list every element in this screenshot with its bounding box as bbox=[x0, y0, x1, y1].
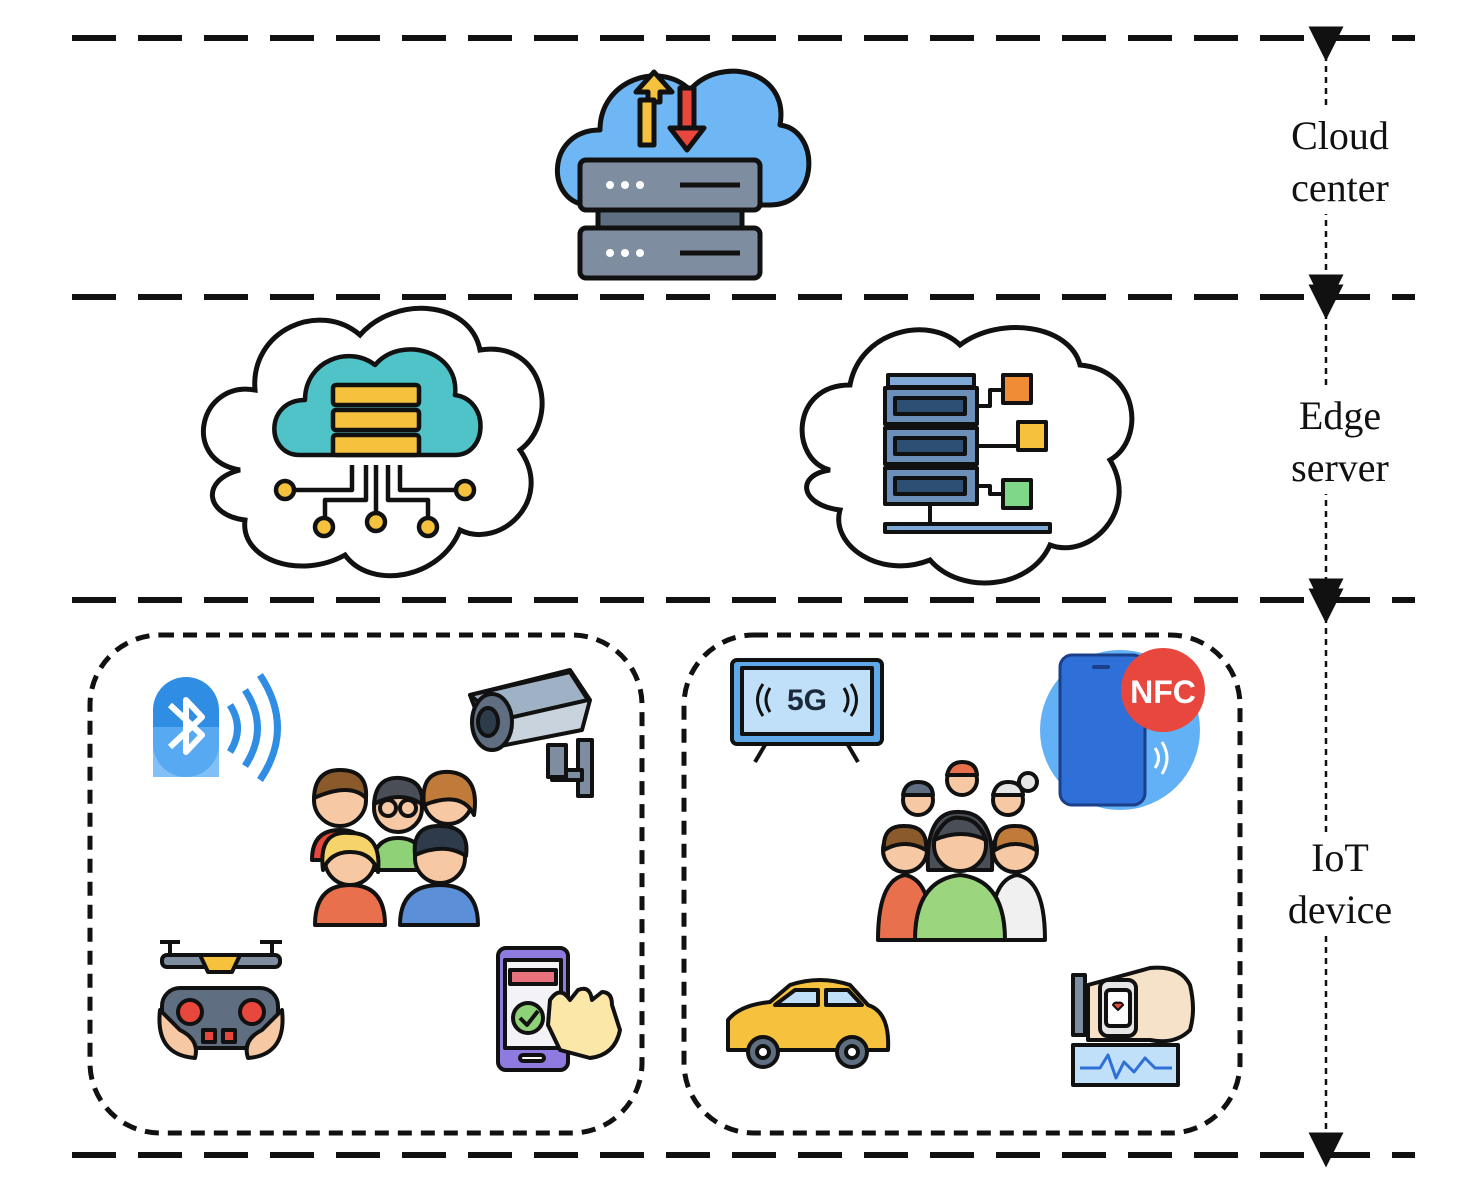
taxi-car-icon bbox=[726, 978, 891, 1069]
smartwatch-icon bbox=[1071, 965, 1195, 1087]
cloud-label-line2: center bbox=[1291, 165, 1389, 210]
iot-label-line1: IoT bbox=[1311, 835, 1369, 880]
cloud-label-line1: Cloud bbox=[1291, 113, 1389, 158]
nfc-label: NFC bbox=[1130, 674, 1196, 710]
server-rack-icon bbox=[883, 373, 1052, 534]
people-group-icon bbox=[310, 768, 480, 927]
edge-label-line1: Edge bbox=[1298, 393, 1382, 438]
layer-label-edge-server: Edge server bbox=[1260, 390, 1420, 494]
nfc-phone-icon: NFC bbox=[1040, 648, 1205, 810]
touch-phone-icon bbox=[496, 946, 622, 1072]
iot-label-line2: device bbox=[1287, 887, 1393, 932]
security-camera-icon bbox=[468, 668, 594, 798]
tv-5g-icon: 5G bbox=[730, 658, 884, 764]
cloud-network-icon bbox=[272, 347, 483, 539]
iot-group-right bbox=[681, 632, 1243, 1136]
tv-5g-label: 5G bbox=[787, 684, 827, 717]
layer-label-iot-device: IoT device bbox=[1260, 832, 1420, 936]
layer-dividers bbox=[72, 35, 1415, 1158]
iot-group-left bbox=[87, 632, 645, 1136]
cloud-server-icon bbox=[555, 68, 812, 281]
crowd-icon bbox=[876, 760, 1047, 942]
bluetooth-icon bbox=[153, 673, 281, 782]
layer-label-cloud-center: Cloud center bbox=[1260, 110, 1420, 214]
drone-controller-icon bbox=[157, 940, 285, 1060]
edge-label-line2: server bbox=[1291, 445, 1389, 490]
